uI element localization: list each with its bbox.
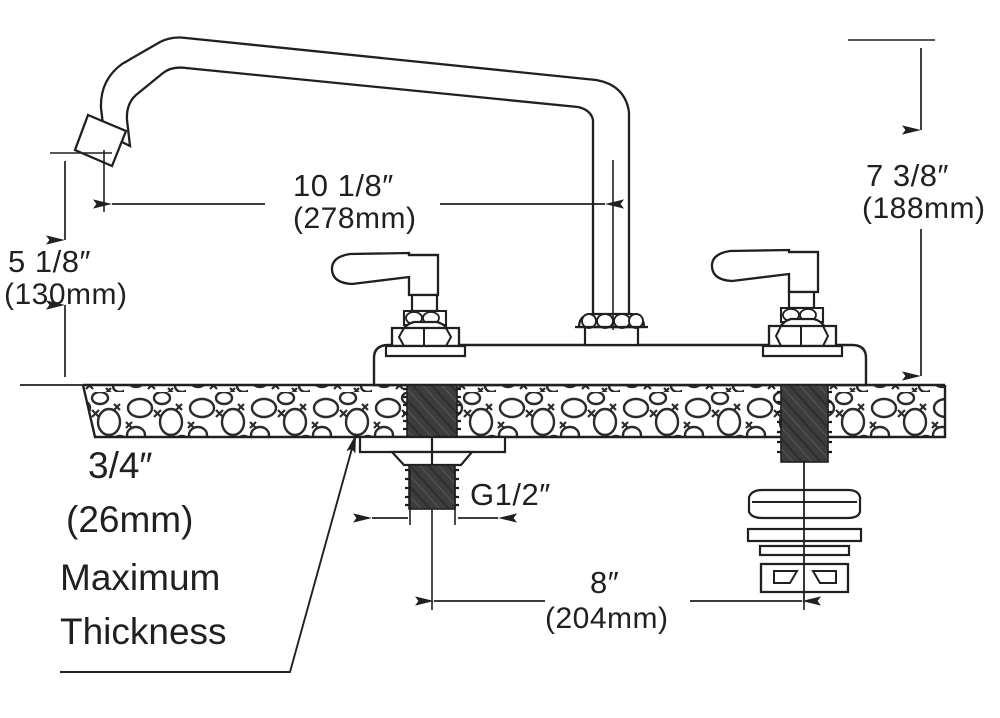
- deck-thickness-inches: 3/4″: [88, 445, 153, 486]
- dimension-spout-height: 7 3/8″ (188mm): [848, 39, 986, 381]
- escutcheon-plate: [372, 343, 868, 387]
- aerator-height-inches: 5 1/8″: [8, 244, 91, 279]
- mounting-hardware-stack: [746, 462, 863, 603]
- center-spacing-inches: 8″: [590, 565, 619, 600]
- spout-base-collar: [575, 312, 648, 347]
- dimension-inlet-thread: G1/2″: [353, 470, 551, 525]
- dimension-center-spacing: 8″ (204mm): [415, 509, 821, 635]
- right-threaded-shank: [777, 384, 832, 463]
- dimension-aerator-height: 5 1/8″ (130mm): [4, 152, 128, 377]
- inlet-thread-label: G1/2″: [470, 477, 551, 512]
- thickness-leader-line: [60, 433, 357, 673]
- right-handle-assembly: [710, 248, 844, 358]
- aerator-height-metric: (130mm): [4, 278, 128, 311]
- left-handle-assembly: [330, 251, 467, 358]
- center-spacing-metric: (204mm): [545, 602, 669, 635]
- spout-height-inches: 7 3/8″: [866, 158, 949, 193]
- deck-thickness-note-line2: Thickness: [60, 611, 227, 652]
- note-deck-thickness: 3/4″ (26mm) Maximum Thickness: [60, 433, 357, 673]
- left-threaded-shank: [358, 384, 507, 510]
- deck-thickness-metric: (26mm): [66, 499, 193, 540]
- deck-thickness-note-line1: Maximum: [60, 557, 220, 598]
- spout-reach-metric: (278mm): [293, 202, 417, 235]
- spout-reach-inches: 10 1/8″: [293, 168, 394, 203]
- dimension-spout-reach: 10 1/8″ (278mm): [93, 150, 624, 330]
- spout-height-metric: (188mm): [862, 192, 986, 225]
